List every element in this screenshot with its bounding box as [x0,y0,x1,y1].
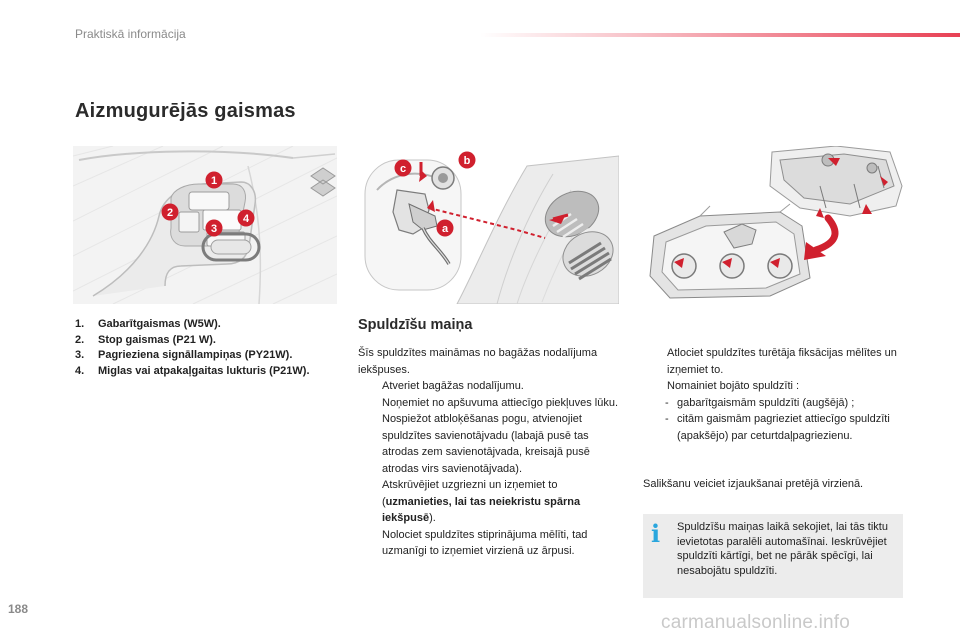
header-rule [480,33,960,37]
callout-1: 1 [205,171,223,189]
watermark: carmanualsonline.info [661,612,851,633]
bulb-list-item: 4.Miglas vai atpakaļgaitas lukturis (P21… [75,364,310,377]
arrow-bullet-icon [358,411,382,477]
svg-text:a: a [442,223,449,235]
warning-emphasis: uzmanieties, lai tas neiekristu spārna i… [382,495,581,525]
callout-c: c [394,159,412,177]
callout-3: 3 [205,219,223,237]
svg-text:b: b [464,155,471,167]
arrow-bullet-icon [358,477,382,527]
step-item: Nospiežot atbloķēšanas pogu, atvienojiet… [358,411,628,477]
svg-text:2: 2 [167,207,173,219]
svg-text:3: 3 [211,223,217,235]
rear-light-figure: 1 2 3 4 [73,146,337,304]
rear-light-illustration: 1 2 3 4 [73,146,337,304]
step-item: Nolociet spuldzītes stiprinājuma mēlīti,… [358,527,628,560]
callout-a: a [436,219,454,237]
step-item: Nomainiet bojāto spuldzīti : [643,378,905,395]
info-text: Spuldzīšu maiņas laikā sekojiet, lai tās… [677,521,888,577]
info-icon: i [651,519,661,548]
instructions-column-left: Šīs spuldzītes maināmas no bagāžas nodal… [358,345,628,560]
callout-4: 4 [237,209,255,227]
svg-text:1: 1 [211,175,217,187]
page-number: 188 [8,602,29,616]
bulb-holder-figure [640,146,904,304]
svg-text:c: c [400,163,406,175]
bulb-holder-illustration [640,146,904,304]
reassembly-note: Salikšanu veiciet izjaukšanai pretējā vi… [643,478,864,490]
boot-access-illustration: c b a [357,146,619,304]
svg-text:4: 4 [243,213,250,225]
instructions-column-right: Atlociet spuldzītes turētāja fiksācijas … [643,345,905,444]
sub-item: -citām gaismām pagrieziet attiecīgo spul… [665,413,890,442]
step-item: Atlociet spuldzītes turētāja fiksācijas … [643,345,905,378]
page-title: Aizmugurējās gaismas [75,100,296,122]
arrow-bullet-icon [358,395,382,412]
callout-b: b [458,151,476,169]
arrow-bullet-icon [358,527,382,560]
arrow-bullet-icon [358,378,382,395]
bulb-list-item: 2.Stop gaismas (P21 W). [75,333,216,346]
step-item: Atveriet bagāžas nodalījumu. [358,378,628,395]
boot-access-figure: c b a [357,146,619,304]
info-box: i Spuldzīšu maiņas laikā sekojiet, lai t… [643,514,903,598]
sub-item: -gabarītgaismām spuldzīti (augšējā) ; [665,396,855,409]
arrow-bullet-icon [643,345,667,378]
bulb-list-item: 1.Gabarītgaismas (W5W). [75,318,221,330]
callout-2: 2 [161,203,179,221]
section-header: Praktiskā informācija [75,27,186,41]
arrow-bullet-icon [643,378,667,395]
bulb-list: 1.Gabarītgaismas (W5W). 2.Stop gaismas (… [75,317,345,379]
intro-text: Šīs spuldzītes maināmas no bagāžas nodal… [358,347,598,376]
step-item: Atskrūvējiet uzgriezni un izņemiet to (u… [358,477,628,527]
bulb-list-item: 3.Pagrieziena signāllampiņas (PY21W). [75,349,293,361]
step-item: Noņemiet no apšuvuma attiecīgo piekļuves… [358,395,628,412]
section-title: Spuldzīšu maiņa [358,317,473,333]
